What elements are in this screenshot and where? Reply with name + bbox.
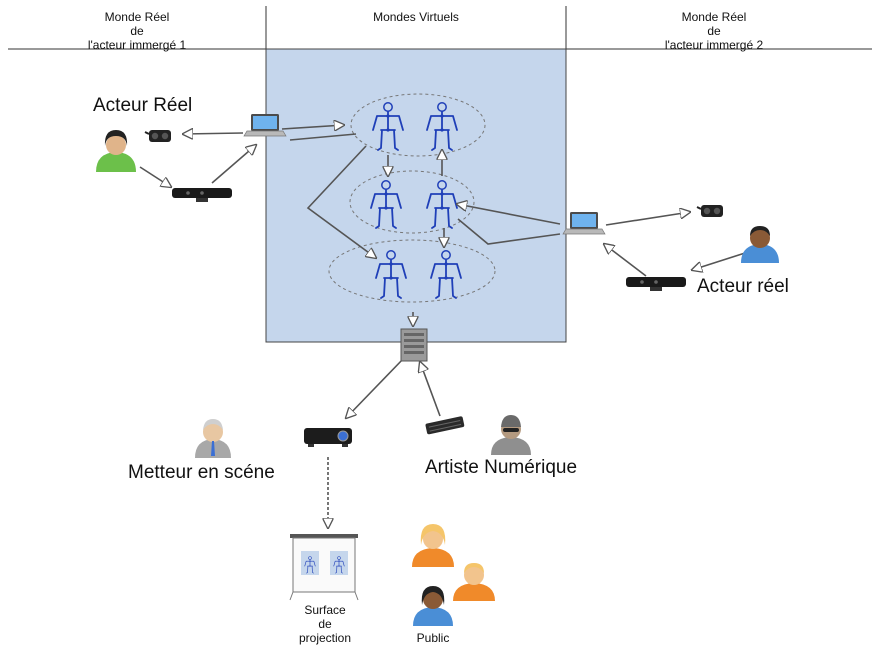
label-surface-line-1: Surface (304, 603, 346, 617)
arrow (139, 166, 171, 187)
label-surface-line-3: projection (299, 631, 351, 645)
label-public: Public (417, 631, 450, 645)
arrow (346, 357, 405, 418)
arrow (457, 218, 561, 245)
laptop-icon (562, 211, 606, 235)
person-icon (412, 524, 454, 567)
kinect-icon (172, 188, 232, 202)
header-left-line-2: de (130, 24, 144, 38)
projector-icon (304, 428, 352, 447)
person-icon (195, 419, 231, 458)
header-right-line-2: de (707, 24, 721, 38)
arrow (605, 212, 690, 226)
kinect-icon (626, 277, 686, 291)
person-icon (491, 415, 531, 455)
header-right-line-3: l'acteur immergé 2 (665, 38, 764, 52)
person-icon (741, 226, 779, 263)
label-actor1: Acteur Réel (93, 95, 192, 116)
label-director: Metteur en scéne (128, 462, 275, 483)
server-icon (400, 328, 428, 362)
arrow (281, 125, 344, 129)
header-right-line-1: Monde Réel (682, 10, 747, 24)
virtual-world-area (265, 48, 567, 343)
arrow (306, 145, 376, 258)
arrow (420, 362, 441, 417)
arrow (457, 204, 561, 225)
arrow (183, 133, 244, 134)
header-center: Mondes Virtuels (373, 10, 459, 24)
arrow (692, 252, 746, 270)
projection-screen-icon (289, 534, 359, 601)
person-icon (96, 130, 136, 172)
skeleton-group-bottom (328, 239, 496, 303)
header-left-line-3: l'acteur immergé 1 (88, 38, 187, 52)
label-actor2: Acteur réel (697, 276, 789, 297)
label-artist: Artiste Numérique (425, 457, 577, 478)
arrow (211, 145, 256, 184)
arrow (604, 244, 647, 277)
keyboard-icon (425, 416, 465, 435)
vr-headset-icon (696, 204, 724, 218)
header-left-line-1: Monde Réel (105, 10, 170, 24)
person-icon (413, 586, 453, 626)
arrow (289, 133, 357, 141)
skeleton-group-middle (349, 170, 475, 234)
vr-headset-icon (144, 129, 172, 143)
skeleton-group-top (350, 93, 486, 157)
person-icon (453, 563, 495, 601)
label-surface-line-2: de (318, 617, 332, 631)
